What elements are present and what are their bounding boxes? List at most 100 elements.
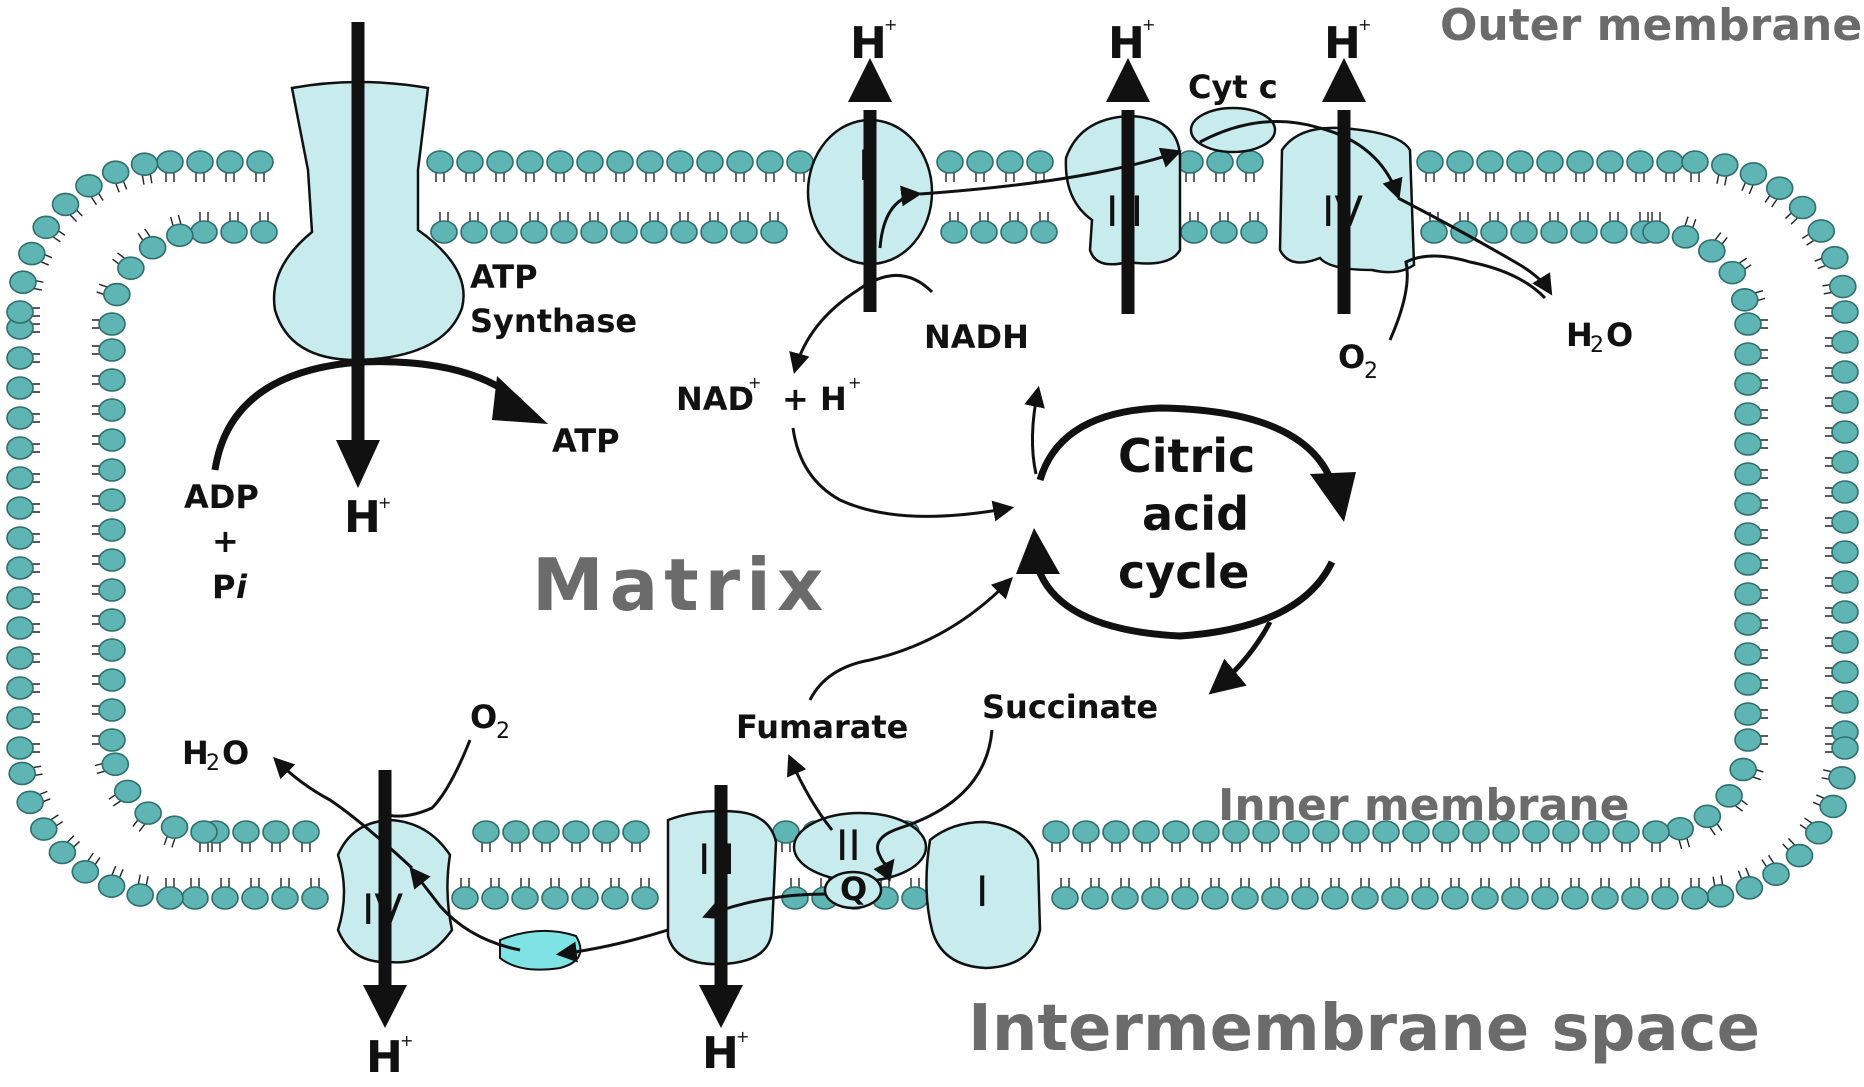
lipid-head	[1831, 690, 1859, 714]
svg-text:2: 2	[1364, 359, 1378, 384]
lipid-head	[138, 235, 167, 260]
lipid-head	[1734, 552, 1762, 576]
svg-text:+: +	[1358, 15, 1371, 34]
citric-cycle-label-3: cycle	[1118, 545, 1250, 599]
atp-synthase-label-2: Synthase	[470, 302, 637, 340]
svg-text:+: +	[736, 1027, 749, 1046]
lipid-head	[726, 150, 754, 174]
lipid-head	[1351, 886, 1379, 910]
lipid-head	[1600, 220, 1628, 244]
lipid-head	[1540, 220, 1568, 244]
lipid-head	[511, 886, 539, 910]
succinate-to-ii-arrow	[873, 729, 994, 882]
lipid-head	[562, 820, 590, 844]
lipid-head	[1222, 820, 1250, 844]
lipid-head	[670, 220, 698, 244]
lipid-head	[271, 886, 299, 910]
lipid-head	[730, 220, 758, 244]
svg-text:H: H	[850, 18, 887, 69]
svg-text:+: +	[848, 373, 861, 392]
lipid-head	[1729, 757, 1757, 782]
lipid-head	[1171, 886, 1199, 910]
lipid-head	[98, 458, 126, 482]
h-ion-atp-synthase: H +	[344, 492, 391, 543]
citric-cycle-bottom	[1034, 560, 1336, 640]
lipid-head	[606, 150, 634, 174]
lipid-head	[190, 220, 218, 244]
lipid-head	[1596, 150, 1624, 174]
lipid-head	[241, 886, 269, 910]
lipid-head	[292, 820, 320, 844]
svg-text:H: H	[1566, 316, 1593, 354]
lipid-head	[1051, 886, 1079, 910]
lipid-head	[1180, 220, 1208, 244]
lipid-head	[1642, 820, 1670, 844]
lipid-head	[1510, 220, 1538, 244]
h-ion-lower-iv: H +	[366, 1031, 413, 1083]
adp-label: ADP	[184, 478, 259, 516]
iv-to-h2o-lower-arrow	[273, 757, 414, 870]
lipid-head	[640, 220, 668, 244]
lipid-head	[610, 220, 638, 244]
lipid-head	[1831, 540, 1859, 564]
lipid-head	[1831, 630, 1859, 654]
lipid-head	[134, 801, 162, 825]
lipid-head	[601, 886, 629, 910]
lipid-head	[1416, 150, 1444, 174]
atp-synthase	[272, 80, 465, 362]
lipid-head	[98, 368, 126, 392]
adp-plus-label: +	[212, 522, 239, 560]
lipid-head	[940, 220, 968, 244]
h2o-label-upper: H 2 O	[1566, 316, 1633, 358]
lipid-head	[1831, 360, 1859, 384]
atp-synthase-proton-arrowhead	[336, 440, 380, 488]
lipid-head	[1000, 220, 1028, 244]
lipid-head	[1446, 150, 1474, 174]
lipid-head	[6, 436, 34, 460]
lipid-head	[220, 220, 248, 244]
lipid-head	[1132, 820, 1160, 844]
lipid-head	[636, 150, 664, 174]
lipid-head	[156, 886, 184, 910]
lipid-head	[936, 150, 964, 174]
o2-label-upper: O 2	[1338, 338, 1378, 384]
lipid-head	[1236, 150, 1264, 174]
o2-curve-upper	[1388, 254, 1547, 341]
lipid-head	[571, 886, 599, 910]
lipid-head	[211, 886, 239, 910]
lipid-head	[760, 220, 788, 244]
complex-iii-upper-label: III	[1106, 187, 1143, 236]
lipid-head	[181, 886, 209, 910]
lipid-head	[6, 706, 34, 730]
lipid-head	[1821, 245, 1849, 270]
lipid-head	[1734, 462, 1762, 486]
lipid-head	[1591, 886, 1619, 910]
lipid-head	[1734, 612, 1762, 636]
lipid-head	[1831, 300, 1859, 324]
lipid-head	[1734, 642, 1762, 666]
lipid-head	[98, 668, 126, 692]
h-ion-complex-iii: H +	[1108, 15, 1155, 69]
lipid-head	[901, 886, 929, 910]
lipid-head	[1081, 886, 1109, 910]
lipid-head	[460, 220, 488, 244]
lipid-head	[1042, 820, 1070, 844]
lipid-head	[6, 466, 34, 490]
svg-text:H: H	[702, 1028, 739, 1079]
svg-text:O: O	[1606, 316, 1633, 354]
lipid-head	[1201, 886, 1229, 910]
lipid-head	[190, 820, 218, 844]
cycle-to-succinate-arrow	[1208, 620, 1273, 695]
lipid-head	[592, 820, 620, 844]
intermembrane-space-label: Intermembrane space	[968, 992, 1760, 1066]
lipid-head	[541, 886, 569, 910]
lipid-head	[786, 150, 814, 174]
lipid-head	[160, 815, 189, 839]
lipid-head	[98, 578, 126, 602]
lipid-head	[1282, 820, 1310, 844]
lipid-head	[6, 676, 34, 700]
lipid-head	[532, 820, 560, 844]
atp-arrowhead	[492, 376, 548, 424]
q-label: Q	[840, 870, 867, 908]
succinate-label: Succinate	[982, 688, 1158, 726]
